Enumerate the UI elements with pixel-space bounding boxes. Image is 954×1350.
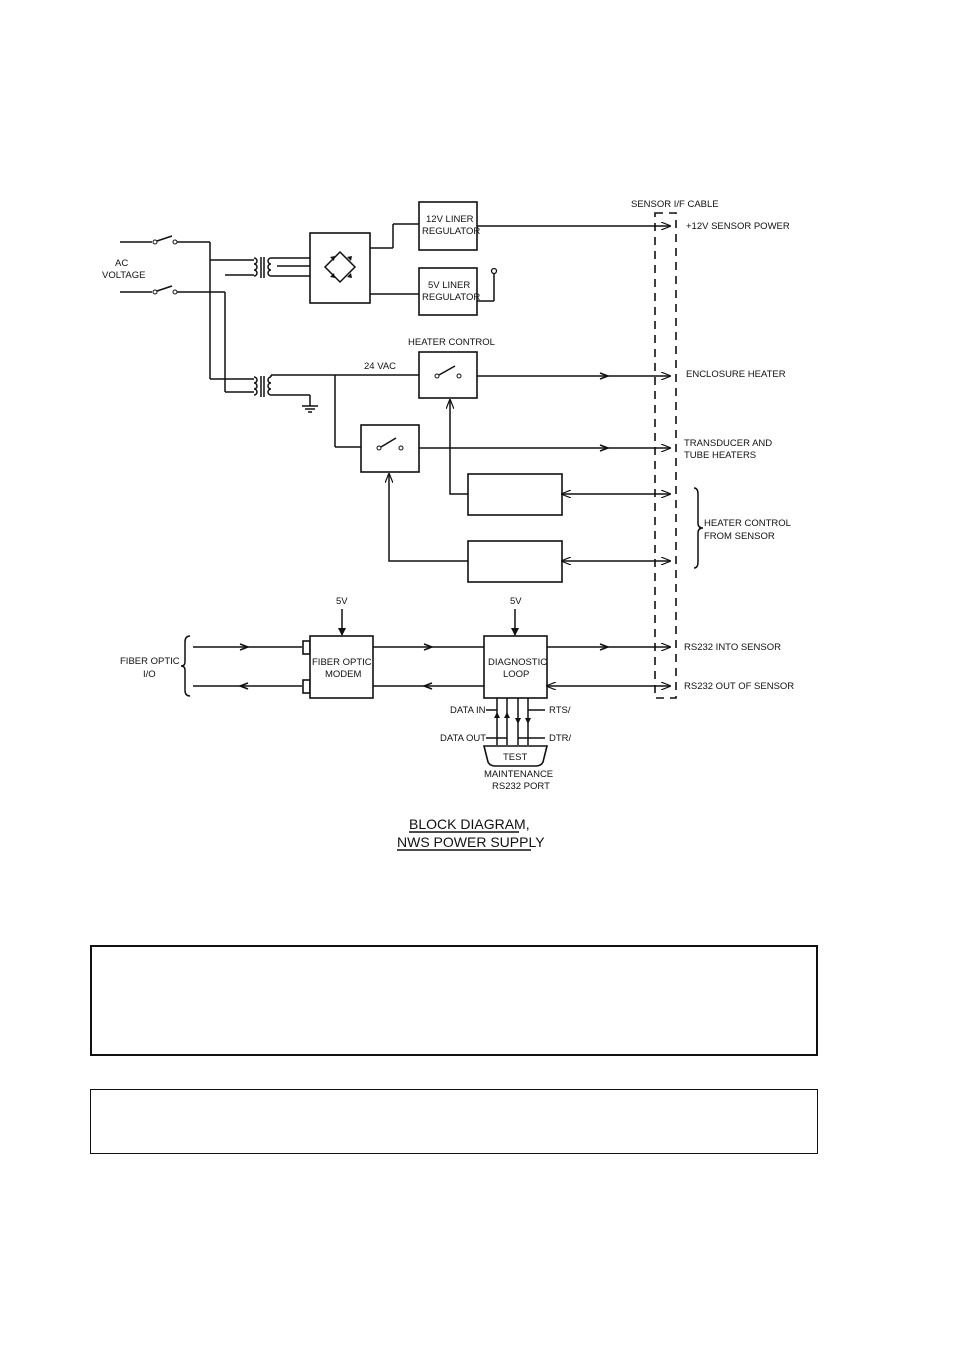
- fiber-modem-label-2: MODEM: [325, 669, 362, 680]
- transformer-1: [253, 257, 310, 278]
- fiber-modem-connector-top: [302, 640, 311, 655]
- test-connector: [482, 745, 549, 767]
- transformer-2: [253, 374, 419, 413]
- caption-line-2: NWS POWER SUPPLY: [397, 834, 545, 850]
- data-out-label: DATA OUT: [440, 733, 486, 744]
- heater-feedback-block-2: [467, 540, 563, 583]
- fiber-modem-block: [309, 635, 374, 699]
- transducer-label-2: TUBE HEATERS: [684, 450, 756, 461]
- ac-bus-wiring: [209, 242, 254, 393]
- sensor-brace: [693, 487, 704, 569]
- modem-5v-label: 5V: [336, 596, 348, 607]
- regulator-5v-block: [418, 267, 478, 316]
- diagnostic-loop-block: [483, 635, 548, 699]
- fiber-io-label-1: FIBER OPTIC: [120, 656, 180, 667]
- notice-panel-2: [90, 1089, 818, 1154]
- fiber-modem-label-1: FIBER OPTIC: [312, 657, 372, 668]
- sensor-if-cable-label: SENSOR I/F CABLE: [631, 199, 719, 210]
- rs232-into-sensor-label: RS232 INTO SENSOR: [684, 642, 781, 653]
- heater-control-switch: [418, 351, 478, 399]
- regulator-12v-label-2: REGULATOR: [422, 226, 480, 237]
- maintenance-label-2: RS232 PORT: [492, 781, 550, 792]
- fiber-io-label-2: I/O: [143, 669, 156, 680]
- sensor-power-label: +12V SENSOR POWER: [686, 221, 790, 232]
- test-label: TEST: [503, 752, 527, 763]
- heater-from-sensor-label-2: FROM SENSOR: [704, 531, 775, 542]
- enclosure-heater-label: ENCLOSURE HEATER: [686, 369, 786, 380]
- 5v-terminal: [490, 267, 498, 275]
- fiber-modem-connector-bottom: [302, 679, 311, 694]
- ac-voltage-label-1: AC: [115, 258, 128, 269]
- heater-control-label: HEATER CONTROL: [408, 337, 495, 348]
- heater-from-sensor-label-1: HEATER CONTROL: [704, 518, 791, 529]
- regulator-5v-label-1: 5V LINER: [428, 280, 470, 291]
- regulator-12v-block: [418, 201, 478, 251]
- rts-label: RTS/: [549, 705, 571, 716]
- caption-line-1: BLOCK DIAGRAM,: [409, 816, 530, 832]
- diagnostic-loop-label-1: DIAGNOSTIC: [488, 657, 547, 668]
- vac24-label: 24 VAC: [364, 361, 396, 372]
- notice-panel-1: [90, 945, 818, 1056]
- fiber-io-brace: [180, 635, 191, 697]
- sensor-cable-enclosure: [654, 212, 677, 699]
- bridge-rectifier: [309, 232, 371, 304]
- transducer-heater-switch: [360, 424, 420, 473]
- loop-5v-label: 5V: [510, 596, 522, 607]
- data-in-label: DATA IN: [450, 705, 486, 716]
- block-diagram: SENSOR I/F CABLE AC VOLTAGE: [102, 199, 794, 851]
- maintenance-label-1: MAINTENANCE: [484, 769, 553, 780]
- dtr-label: DTR/: [549, 733, 572, 744]
- regulator-12v-label-1: 12V LINER: [426, 214, 474, 225]
- ac-switch-2: [120, 285, 225, 295]
- ac-voltage-label-2: VOLTAGE: [102, 270, 145, 281]
- transducer-label-1: TRANSDUCER AND: [684, 438, 772, 449]
- diagnostic-loop-label-2: LOOP: [503, 669, 529, 680]
- ac-switch-1: [120, 235, 210, 245]
- regulator-5v-label-2: REGULATOR: [422, 292, 480, 303]
- heater-feedback-block-1: [467, 473, 563, 516]
- maintenance-signals: [486, 698, 545, 745]
- rs232-out-of-sensor-label: RS232 OUT OF SENSOR: [684, 681, 794, 692]
